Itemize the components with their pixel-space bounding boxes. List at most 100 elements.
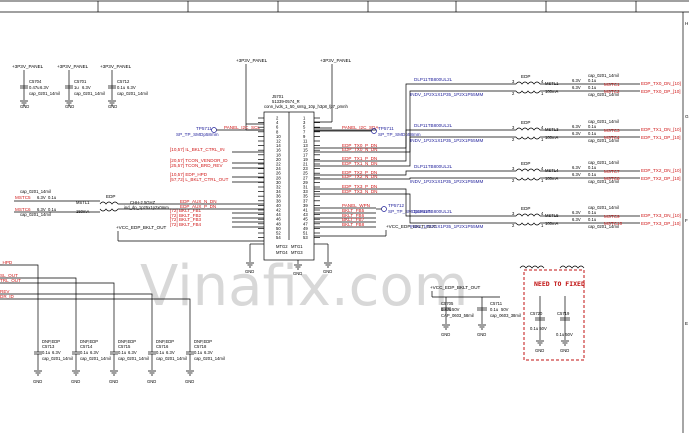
pin-number-right: 19 (303, 157, 308, 162)
bottom-left-net-wire (0, 282, 115, 352)
cmc-out-net-b: EDP_TX0_DP_[10] (641, 89, 681, 94)
pin-number-left: 30 (276, 180, 281, 185)
aux-ohm-label: 150mA (76, 209, 89, 214)
right-nets: PANEL_I2C_SDAEDP_TX0_P_DNEDP_TX0_N_DNEDP… (314, 125, 379, 228)
pin-number-right: 51 (303, 231, 308, 236)
cmc-pin-1: 1 (541, 91, 544, 96)
cmc-part1-label: DLP11TB800UL2L (414, 209, 453, 214)
cmc-ohm-label: 100mA (545, 89, 558, 94)
cmc-mstl-label: MSTL5 (545, 213, 559, 218)
bottom-left-net-label: DR_ID (0, 294, 14, 299)
pin-number-left: 26 (276, 171, 281, 176)
series-cap-val-b: 0.1u (588, 131, 597, 136)
bottom-left-caps: _HPDSL_OUTTRL_OUTREVDR_IDGNDDNP,EDPC5713… (0, 260, 225, 384)
cmc-out-net-a: EDP_TX1_DN_[10] (641, 127, 681, 132)
bottom-left-net-wire (0, 293, 153, 352)
gnd-label-c: GND (108, 104, 117, 109)
pin-number-right: 43 (303, 212, 308, 217)
dnp-cap-val: 0.1u (156, 350, 165, 355)
pin-number-right: 25 (303, 171, 308, 176)
pin-number-left: 36 (276, 194, 281, 199)
dnp-cap-val: 0.1u (80, 350, 89, 355)
mstc-label-b: MSTC2 (604, 89, 620, 94)
dnp-cap-ref: C5716 (156, 344, 169, 349)
j5701-desc: conn_lvds_1_50_smtg_10p_h3p8_fp7_pmnh (264, 104, 348, 109)
cmc-coil-bot (515, 222, 541, 226)
aux-val-a: 0.1u (48, 195, 57, 200)
panel-power-rails: +3P3V_PANEL +3P3V_PANEL (236, 58, 352, 131)
bottom-left-net-label: _HPD (0, 260, 13, 265)
cmc-ohm-label: 100mA (545, 176, 558, 181)
pin-number-left: 40 (276, 203, 281, 208)
right-net-label: BKLT_FB8 (342, 222, 365, 227)
top-caps-group: +3P3V_PANEL +3P3V_PANEL +3P3V_PANEL C570… (12, 64, 148, 109)
pin-number-right: 15 (303, 148, 308, 153)
cmc-pin-1: 1 (541, 178, 544, 183)
pin-number-left: 44 (276, 212, 281, 217)
pin-number-left: 6 (276, 125, 279, 130)
series-cap-pkg-a: cap_0201_14mil (588, 119, 619, 124)
mstc-label-a: MSTC3 (604, 128, 620, 133)
tp5712-ref: TP5712 (388, 203, 405, 208)
series-cap-v-b: 6.3V (572, 217, 581, 222)
left-net-label: [20,57] TCON_VENDOR_ID (170, 158, 228, 163)
c5704-ref: C5704 (29, 79, 42, 84)
c5719-val: 0.1u 50V (556, 332, 573, 337)
pins-left-column: 2468101214161820222426283032343638404244… (258, 116, 281, 240)
c5705-val: 0.47u (441, 307, 452, 312)
mtg1-label: MTG1 (291, 244, 303, 249)
pin-number-left: 50 (276, 226, 281, 231)
right-net-label: EDP_TX2_N_DN (342, 174, 378, 179)
mstc-label-a: MSTC1 (604, 82, 620, 87)
pin-number-right: 53 (303, 235, 308, 240)
j5701-part: 51339-0574_R (272, 99, 300, 104)
cmc-mstl-label: MSTL1 (545, 81, 559, 86)
pin-number-left: 22 (276, 162, 281, 167)
cmc-route-a (376, 170, 516, 176)
pin-number-right: 21 (303, 162, 308, 167)
cmc-route-a (376, 83, 516, 149)
right-net-label: BKLT_FB5 (342, 208, 365, 213)
cmc-coil-bot (515, 90, 541, 94)
mstc-label-b: MSTC8 (604, 176, 620, 181)
c5701-pkg: cap_0201_14mil (74, 91, 105, 96)
pin-number-left: 52 (276, 231, 281, 236)
p1-label-conn-r: +3P3V_PANEL (320, 58, 352, 63)
c5712-v: 6.3V (127, 85, 136, 90)
frame-label-h: H (685, 21, 688, 26)
c5704-v: 6.3V (40, 85, 49, 90)
gnd-label: GND (147, 379, 156, 384)
cmc-edp-label: EDP (521, 161, 530, 166)
aux-pkg-b: cap_0201_14mil (20, 212, 51, 217)
connector-j5701: J5701 51339-0574_R conn_lvds_1_50_smtg_1… (245, 94, 348, 276)
pin-number-left: 54 (276, 235, 281, 240)
cmc-pin-2: 2 (512, 137, 515, 142)
left-nets: PANEL_I2C_SCL[10,57] IL_BKLT_CTRL_IN[20,… (170, 125, 264, 228)
c5712-pkg: cap_0201_14mil (117, 91, 148, 96)
series-cap-val-b: 0.1u (588, 172, 597, 177)
series-cap-pkg-b: cap_0201_14mil (588, 92, 619, 97)
dnp-cap-pkg: cap_0201_14mil (156, 356, 187, 361)
vcc-label-left: +VCC_EDP_BKLT_OUT (116, 225, 167, 230)
cmc-pin-4: 4 (541, 125, 544, 130)
right-net-label: EDP_TX3_N_DN (342, 189, 378, 194)
cmc-out-net-a: EDP_TX3_DN_[10] (641, 213, 681, 218)
cmc-pin-2: 2 (512, 178, 515, 183)
pin-number-left: 42 (276, 208, 281, 213)
series-cap-val-a: 0.1u (588, 210, 597, 215)
gnd-label: GND (71, 379, 80, 384)
gnd-symbol (110, 370, 118, 376)
pin-number-right: 27 (303, 175, 308, 180)
cmc-out-net-b: EDP_TX3_DP_[10] (641, 221, 681, 226)
cmc-out-net-a: EDP_TX2_DN_[10] (641, 168, 681, 173)
aux-channel: cap_0201_14mil 6.3V 0.1u MSTC5 MSTC6 6.3… (14, 189, 264, 217)
p1-label-a: +3P3V_PANEL (12, 64, 44, 69)
pin-number-right: 11 (303, 139, 308, 144)
right-net-label: EDP_TX0_N_DN (342, 147, 378, 152)
cmc-pin-3: 3 (512, 211, 515, 216)
backlight-caps: +VCC_EDP_BKLT_OUT C5705 0.47u 50V CAP_06… (430, 285, 521, 337)
vcc-bklt-right: +VCC_EDP_BKLT_OUT (314, 224, 437, 237)
mtg3-label: MTG3 (291, 250, 303, 255)
pin-number-right: 7 (303, 129, 306, 134)
pin-number-left: 16 (276, 148, 281, 153)
